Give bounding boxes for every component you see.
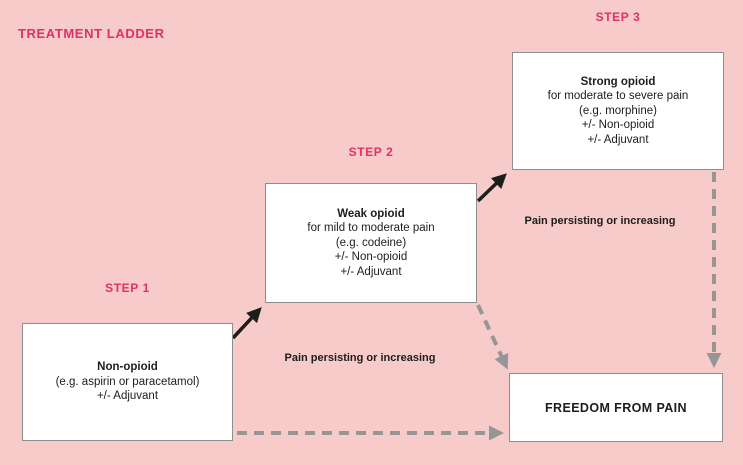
step-1-box: Non-opioid (e.g. aspirin or paracetamol)… xyxy=(22,323,233,441)
step-1-line: +/- Adjuvant xyxy=(96,390,159,403)
step-3-line: +/- Adjuvant xyxy=(587,133,649,146)
pain-persisting-label-upper: Pain persisting or increasing xyxy=(524,215,676,227)
arrow-step2-to-step3 xyxy=(476,173,507,203)
arrow-step1-to-step2 xyxy=(231,307,262,340)
step-3-line: for moderate to severe pain xyxy=(547,90,689,103)
step-2-line: (e.g. codeine) xyxy=(335,236,407,249)
step-1-line: (e.g. aspirin or paracetamol) xyxy=(55,375,200,388)
freedom-from-pain-label: FREEDOM FROM PAIN xyxy=(545,400,687,415)
step-2-box: Weak opioid for mild to moderate pain (e… xyxy=(265,183,477,303)
step-2-label: STEP 2 xyxy=(348,145,394,159)
step-2-heading: Weak opioid xyxy=(337,207,405,220)
step-3-line: +/- Non-opioid xyxy=(581,119,655,132)
step-3-heading: Strong opioid xyxy=(580,75,656,88)
step-2-line: for mild to moderate pain xyxy=(307,222,435,235)
step-2-line: +/- Adjuvant xyxy=(340,265,402,278)
freedom-from-pain-box: FREEDOM FROM PAIN xyxy=(509,373,723,442)
page-title: TREATMENT LADDER xyxy=(18,26,165,41)
step-1-label: STEP 1 xyxy=(105,281,150,295)
step-3-label: STEP 3 xyxy=(595,10,641,24)
step-3-line: (e.g. morphine) xyxy=(579,104,657,117)
arrow-step2-to-freedom xyxy=(476,304,509,370)
pain-persisting-label-lower: Pain persisting or increasing xyxy=(284,352,436,364)
step-1-heading: Non-opioid xyxy=(97,361,158,374)
step-2-line: +/- Non-opioid xyxy=(334,251,408,264)
step-3-box: Strong opioid for moderate to severe pai… xyxy=(512,52,724,170)
